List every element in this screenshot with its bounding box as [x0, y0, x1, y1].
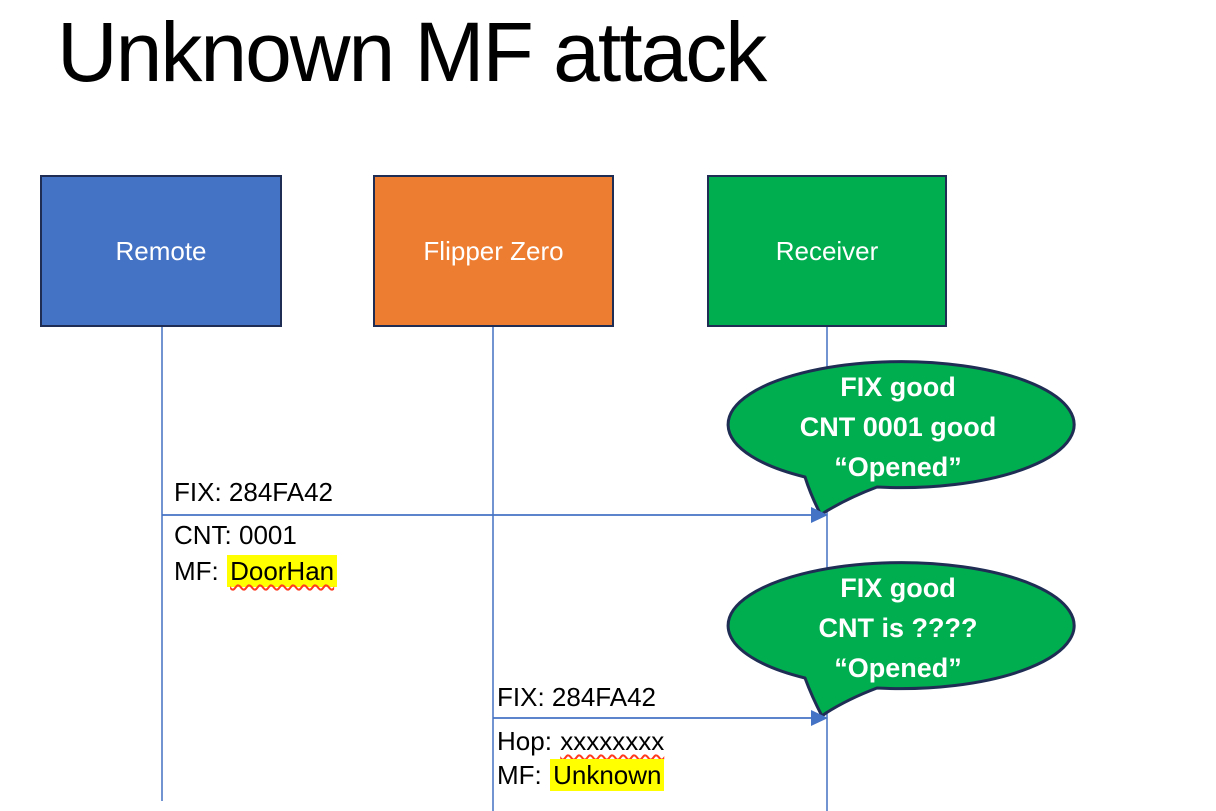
actor-box-flipper-zero: Flipper Zero: [373, 175, 614, 327]
message1-cnt-label: CNT: 0001: [174, 520, 297, 550]
message2-mf-label: MF: Unknown: [497, 759, 665, 791]
actor-box-remote: Remote: [40, 175, 282, 327]
message2-hop-label: Hop: xxxxxxxx: [497, 726, 664, 756]
callout1-text: FIX good CNT 0001 good “Opened”: [728, 367, 1068, 487]
callout1-line3: “Opened”: [834, 452, 962, 482]
callout-bubble-2: [726, 561, 1076, 718]
callout2-line1: FIX good: [840, 573, 956, 603]
callout1-line2: CNT 0001 good: [799, 412, 997, 442]
message2-hop-prefix: Hop:: [497, 726, 552, 756]
callout2-line2: CNT is ????: [818, 613, 978, 643]
message1-mf-value-highlighted: DoorHan: [227, 555, 338, 587]
actor-label-flipper-zero: Flipper Zero: [423, 235, 564, 266]
callout-bubble-1: [726, 360, 1076, 517]
message1-mf-label: MF: DoorHan: [174, 555, 338, 587]
message1-mf-prefix: MF:: [174, 556, 219, 586]
message2-mf-value-highlighted: Unknown: [550, 759, 665, 791]
callout1-line1: FIX good: [840, 372, 956, 402]
slide-title: Unknown MF attack: [57, 5, 767, 99]
callout2-text: FIX good CNT is ???? “Opened”: [728, 568, 1068, 688]
actor-label-remote: Remote: [115, 235, 207, 266]
message2-mf-prefix: MF:: [497, 760, 542, 790]
message2-fix-label: FIX: 284FA42: [497, 682, 656, 712]
message2-hop-value: xxxxxxxx: [560, 726, 665, 756]
actor-label-receiver: Receiver: [775, 235, 879, 266]
message1-arrowhead: [811, 507, 828, 523]
callout2-line3: “Opened”: [834, 653, 962, 683]
actor-box-receiver: Receiver: [707, 175, 947, 327]
message1-fix-label: FIX: 284FA42: [174, 477, 333, 507]
message2-arrowhead: [811, 710, 828, 726]
